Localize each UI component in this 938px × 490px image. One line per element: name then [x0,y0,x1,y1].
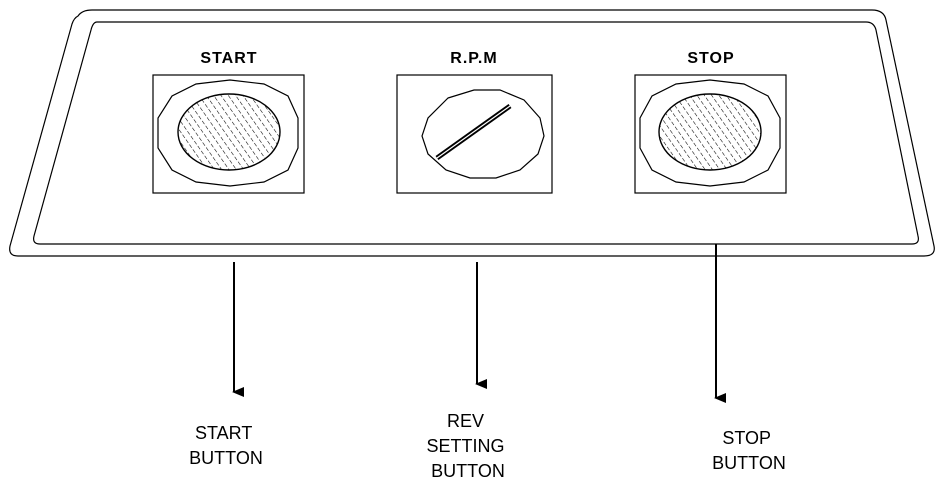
panel-outer-outline [9,9,935,257]
start-callout-label: START BUTTON [189,423,263,468]
rpm-panel-label: R.P.M [450,50,497,67]
rev-callout-line-1: REV [447,411,484,431]
stop-button[interactable] [634,74,787,194]
rev-callout-label: REV SETTING BUTTON [426,411,509,481]
rpm-knob-indicator-highlight [436,105,511,159]
rpm-knob-face [421,89,545,179]
start-panel-label: START [200,50,257,67]
start-callout-line-1: START [195,423,252,443]
rpm-knob[interactable] [396,74,553,194]
stop-callout-line-2: BUTTON [712,453,786,473]
rev-callout-line-3: BUTTON [431,461,505,481]
rev-callout-line-2: SETTING [426,436,504,456]
stop-button-cap [658,93,762,171]
panel-inner-outline [33,21,919,245]
stop-panel-label: STOP [687,50,734,67]
stop-callout-line-1: STOP [722,428,771,448]
start-button[interactable] [152,74,305,194]
stop-callout-label: STOP BUTTON [712,428,786,473]
start-callout-line-2: BUTTON [189,448,263,468]
start-button-cap [177,93,281,171]
